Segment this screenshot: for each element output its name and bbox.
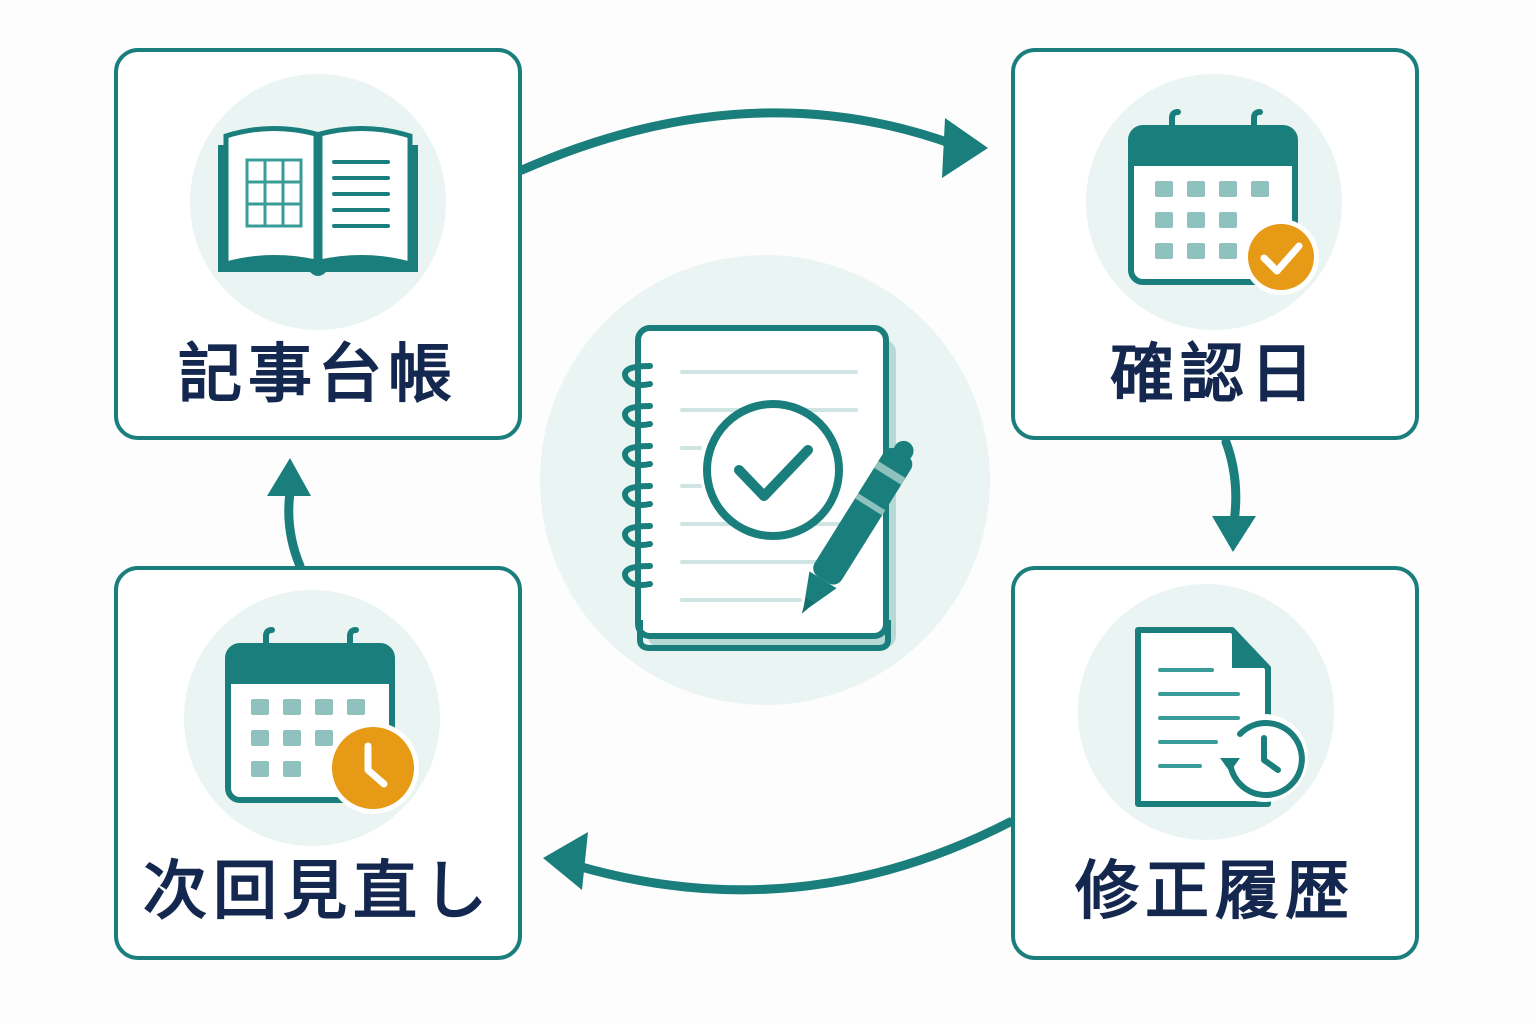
card-confirm-date [1011,48,1419,440]
card-revision-history [1011,566,1419,960]
arrow-next-to-ledger [267,458,311,571]
flow-arrows [267,108,1256,895]
arrow-confirm-to-revision [1212,437,1256,552]
card-ledger [114,48,522,440]
card-label-ledger: 記事台帳 [178,338,458,412]
document-history-icon [1135,627,1308,807]
notebook-check-pen-icon [622,325,914,651]
arrow-ledger-to-confirm [517,108,988,178]
calendar-check-icon [1128,109,1319,295]
calendar-clock-icon [225,627,419,814]
arrow-revision-to-next [543,817,1015,895]
card-label-confirm-date: 確認日 [1110,338,1320,412]
center-notebook-group [540,255,990,705]
clock-badge-icon [332,727,414,809]
check-badge-icon [1248,224,1314,290]
card-label-revision-history: 修正履歴 [1075,855,1355,929]
open-book-icon [218,126,418,276]
card-label-next-review: 次回見直し [143,855,493,929]
card-next-review [114,566,522,960]
